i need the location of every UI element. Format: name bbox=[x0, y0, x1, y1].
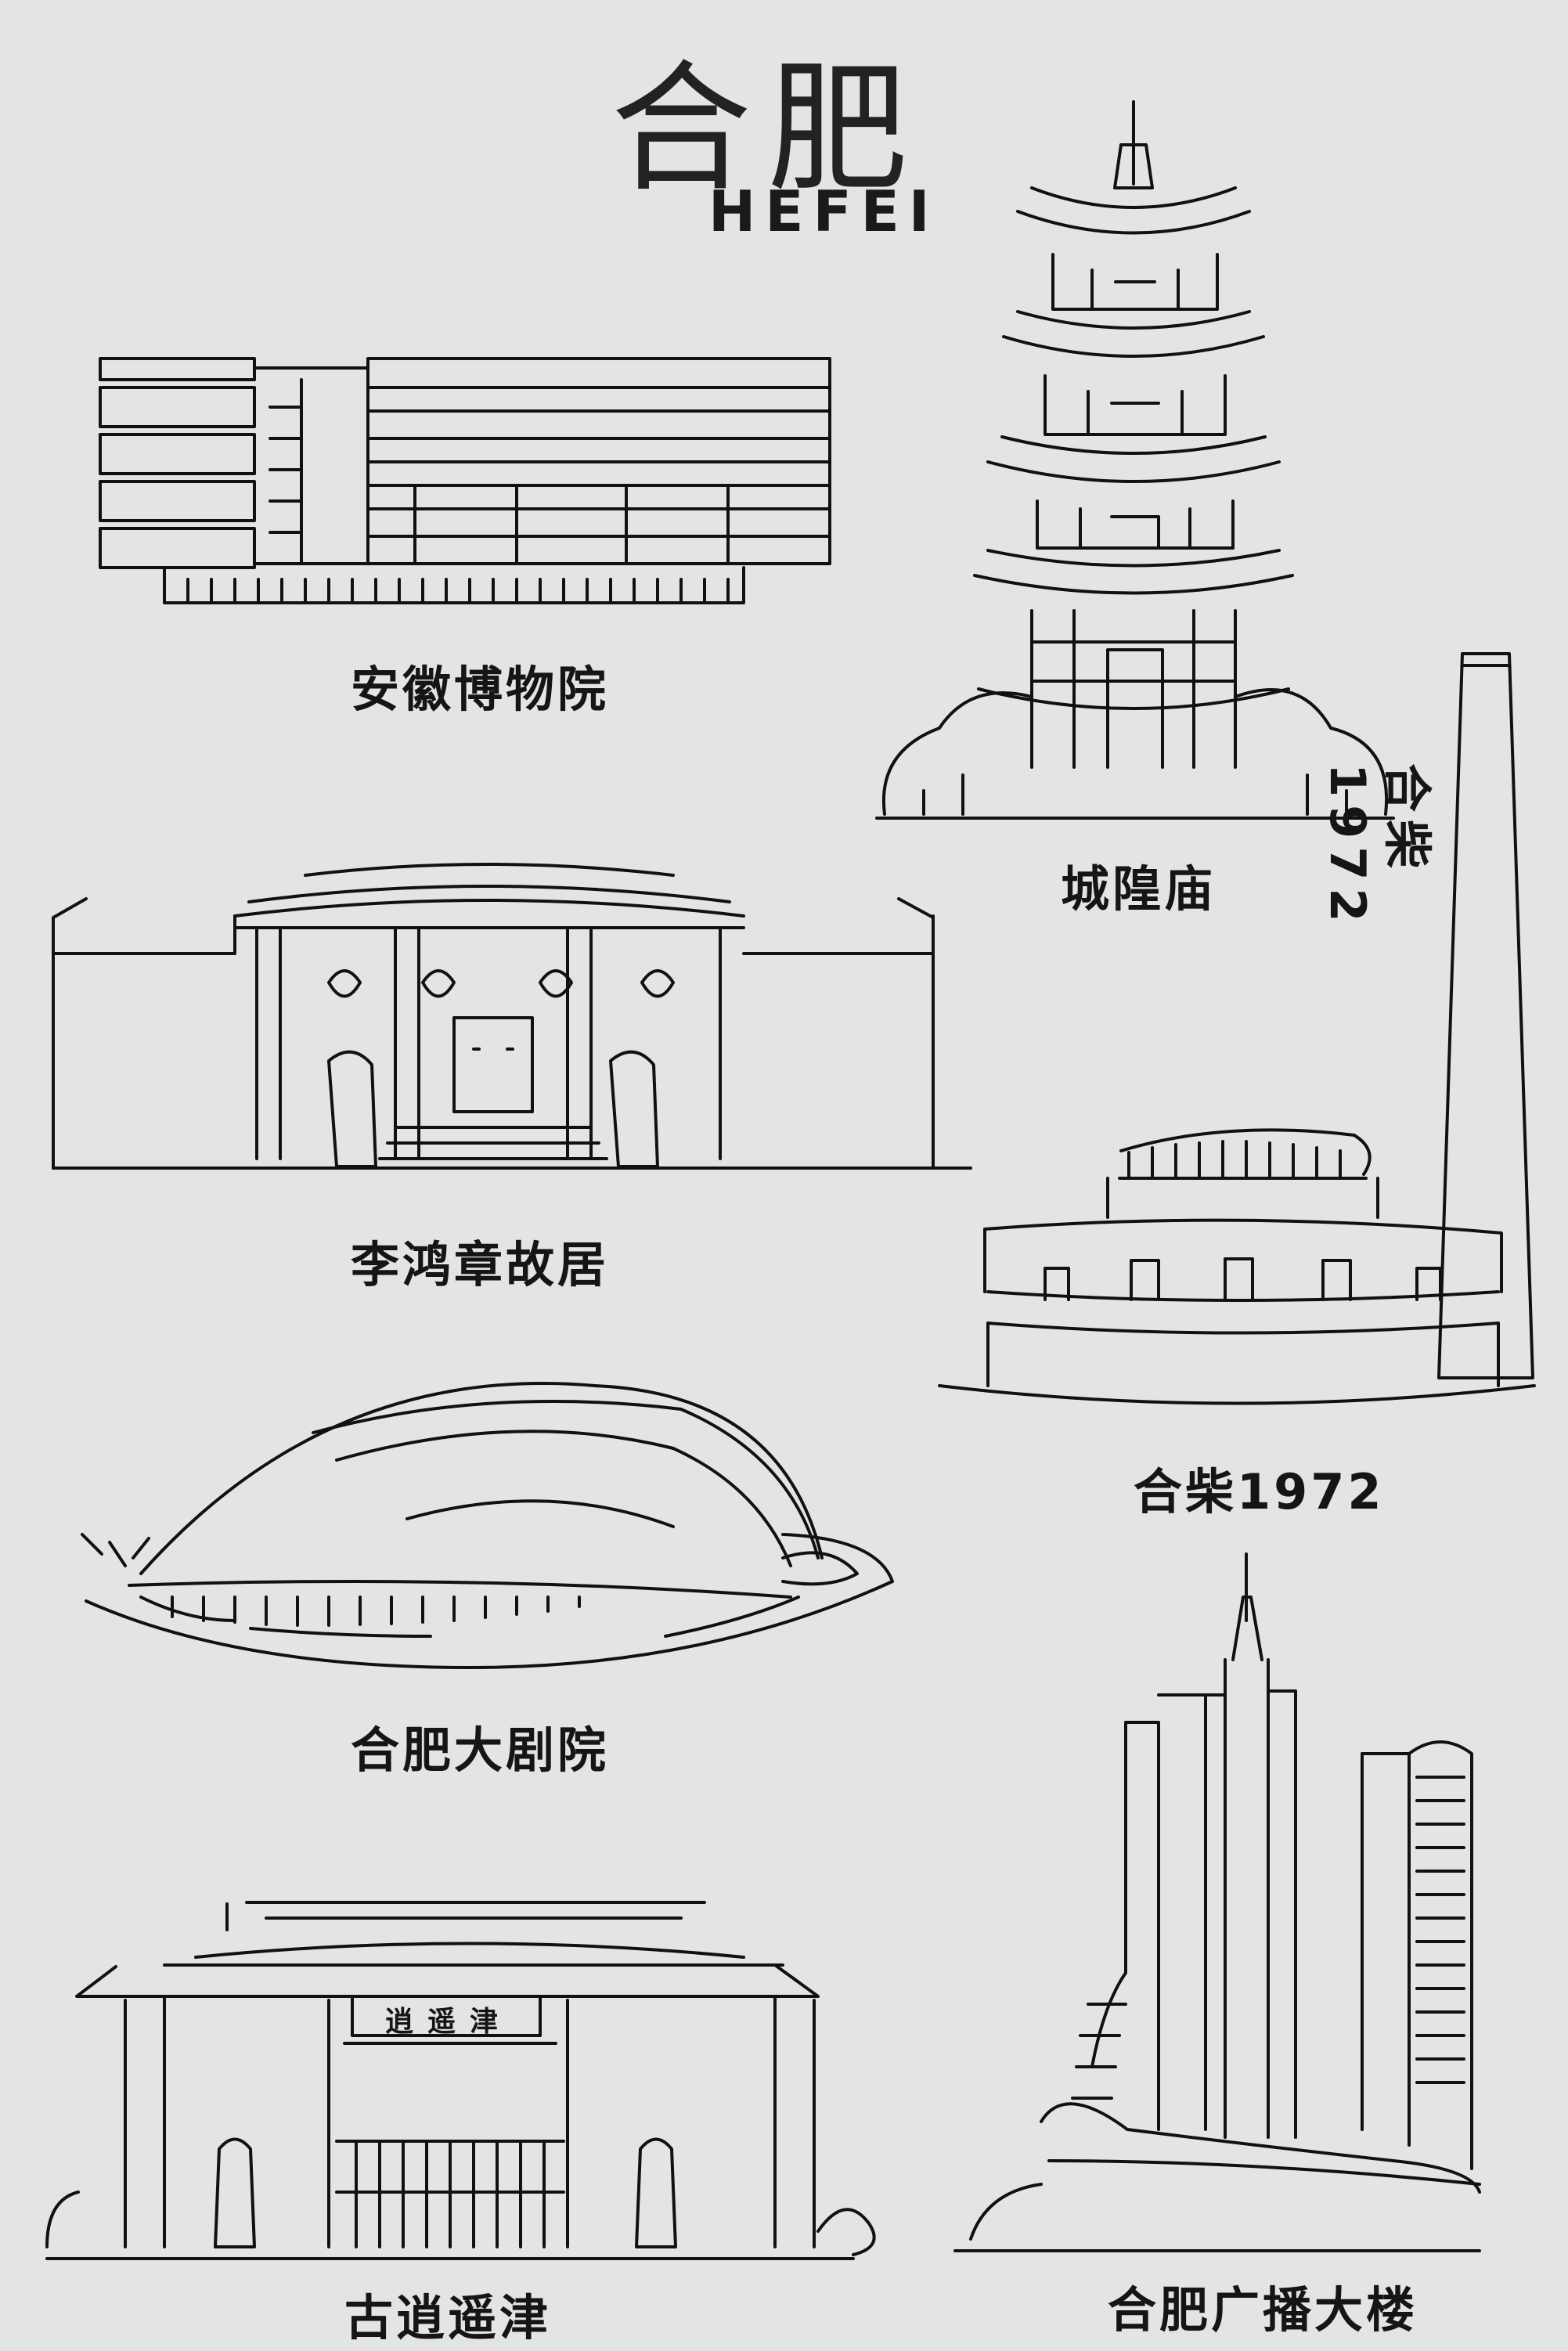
chenghuang-temple-drawing bbox=[877, 102, 1393, 818]
label-hefei-broadcast-tower: 合肥广播大楼 bbox=[1108, 2281, 1418, 2338]
chimney-text: 合柴1972 bbox=[1319, 763, 1436, 930]
guxiao-yaojin-drawing bbox=[47, 1902, 874, 2259]
gate-plaque: 逍遥津 bbox=[385, 2006, 513, 2038]
li-hongzhang-residence-drawing bbox=[53, 864, 971, 1168]
label-li-hongzhang-residence: 李鸿章故居 bbox=[351, 1236, 610, 1293]
label-anhui-museum: 安徽博物院 bbox=[351, 661, 610, 718]
hefei-grand-theatre-drawing bbox=[82, 1383, 892, 1668]
label-guxiao-yaojin: 古逍遥津 bbox=[344, 2289, 552, 2346]
hefei-broadcast-tower-drawing bbox=[955, 1554, 1480, 2251]
label-chenghuang-temple: 城隍庙 bbox=[1061, 860, 1217, 918]
anhui-museum-drawing bbox=[100, 359, 830, 603]
title-english: HEFEI bbox=[708, 178, 939, 244]
title-chinese: 合肥 bbox=[611, 48, 925, 211]
hechai-1972-drawing bbox=[939, 654, 1534, 1404]
label-hechai-1972: 合柴1972 bbox=[1134, 1463, 1385, 1520]
label-hefei-grand-theatre: 合肥大剧院 bbox=[351, 1722, 610, 1779]
